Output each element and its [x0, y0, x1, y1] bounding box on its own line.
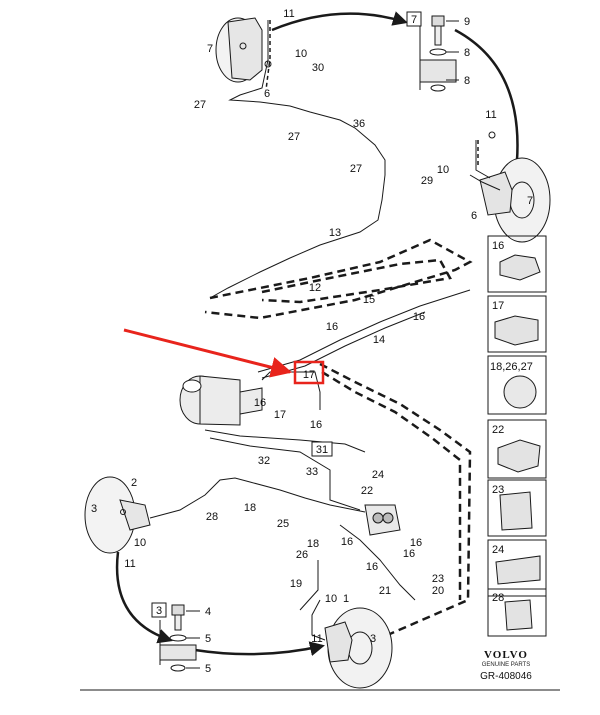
callout: 7	[207, 43, 213, 55]
inset-bottom-ref: 3	[156, 605, 162, 617]
callout: 15	[363, 294, 375, 306]
callout: 17	[274, 409, 286, 421]
callout: 26	[296, 549, 308, 561]
inset-bottom: 3 4 5 5	[151, 602, 211, 675]
panel-label-22: 22	[492, 424, 504, 436]
front-left-disc	[324, 607, 393, 689]
inset-top-item-8b: 8	[464, 75, 470, 87]
callout: 7	[527, 195, 533, 207]
rear-left-drum	[84, 476, 151, 554]
callout: 21	[379, 585, 391, 597]
callout: 10	[134, 537, 146, 549]
callout: 29	[421, 175, 433, 187]
panel-label-16: 16	[492, 240, 504, 252]
callout: 18	[244, 502, 256, 514]
callout: 24	[372, 469, 384, 481]
callout: 27	[194, 99, 206, 111]
callout: 11	[124, 558, 135, 570]
callout: 2	[131, 477, 137, 489]
callout: 16	[366, 561, 378, 573]
figure-code: GR-408046	[480, 671, 532, 682]
inset-bottom-item-5a: 5	[205, 633, 211, 645]
callout: 30	[312, 62, 324, 74]
inset-bottom-item-5b: 5	[205, 663, 211, 675]
panel-label-17: 17	[492, 300, 504, 312]
box-31-label: 31	[316, 444, 328, 456]
callout: 18	[307, 538, 319, 550]
box-31	[311, 441, 333, 457]
callout: 10	[437, 164, 449, 176]
callout: 25	[277, 518, 289, 530]
callout: 16	[403, 548, 415, 560]
red-pointer-arrow	[123, 328, 293, 378]
brand-sub: GENUINE PARTS	[482, 662, 530, 668]
inset-top: 7 9 8 8	[406, 11, 470, 92]
master-cylinder	[179, 375, 263, 426]
callout: 16	[413, 311, 425, 323]
callout: 27	[350, 163, 362, 175]
callout: 36	[353, 118, 365, 130]
callout: 16	[326, 321, 338, 333]
callout: 23	[432, 573, 444, 585]
panel-label-23: 23	[492, 484, 504, 496]
callout: 3	[91, 503, 97, 515]
panel-label-28: 28	[492, 592, 504, 604]
callout: 16	[410, 537, 422, 549]
callout: 11	[485, 109, 496, 121]
panel-label-18-26-27: 18,26,27	[490, 361, 533, 373]
inset-bottom-item-4: 4	[205, 606, 211, 618]
callout: 11	[283, 8, 294, 20]
callout: 20	[432, 585, 444, 597]
callout: 11	[311, 633, 322, 645]
highlight-label: 17	[303, 369, 315, 381]
master-lines	[204, 429, 366, 511]
callout: 27	[288, 131, 300, 143]
callout: 28	[206, 511, 218, 523]
callout: 16	[310, 419, 322, 431]
callout: 6	[264, 88, 270, 100]
brand-name: VOLVO	[484, 649, 528, 661]
flow-arrow-right	[454, 28, 525, 183]
callout: 1	[343, 593, 349, 605]
flow-arrow-top	[271, 11, 408, 32]
rear-right-caliper	[215, 17, 272, 83]
callout: 6	[471, 210, 477, 222]
callout: 3	[370, 633, 376, 645]
side-panels	[487, 235, 547, 637]
inset-top-item-8a: 8	[464, 47, 470, 59]
callout: 12	[309, 282, 321, 294]
callout: 10	[295, 48, 307, 60]
callout: 32	[258, 455, 270, 467]
inset-top-ref: 7	[411, 14, 417, 26]
inset-top-item-9: 9	[464, 16, 470, 28]
highlight-box	[293, 360, 325, 385]
callout: 10	[325, 593, 337, 605]
callout: 19	[290, 578, 302, 590]
dashed-routing	[204, 238, 473, 662]
abs-unit	[364, 504, 401, 536]
flow-arrow-bottom	[115, 551, 173, 644]
callout: 16	[341, 536, 353, 548]
callout: 33	[306, 466, 318, 478]
callout: 16	[254, 397, 266, 409]
rear-right-pipe	[209, 20, 386, 299]
panel-label-24: 24	[492, 544, 504, 556]
callout: 22	[361, 485, 373, 497]
front-right-disc	[469, 131, 551, 243]
callout: 13	[329, 227, 341, 239]
callout: 14	[373, 334, 385, 346]
